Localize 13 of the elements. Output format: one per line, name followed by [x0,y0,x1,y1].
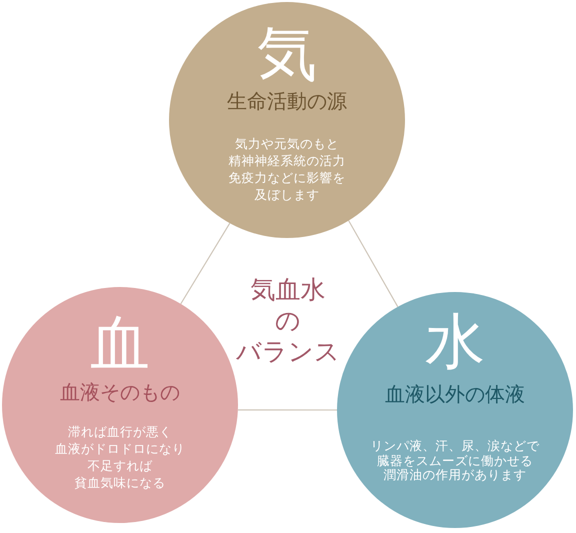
kanji-heading: 気 [257,24,317,84]
connector-line [180,222,230,304]
node-description: リンパ液、汗、尿、涙などで臓器をスムーズに働かせる潤滑油の作用があります [370,439,540,482]
node-description: 気力や元気のもと精神神経系統の活力免疫力などに影響を及ぼします [228,135,346,203]
node-subtitle: 血液以外の体液 [385,382,525,406]
node-subtitle: 生命活動の源 [227,89,347,113]
kanji-heading: 水 [425,312,485,372]
node-description: 滞れば血行が悪く血液がドロドロになり不足すれば貧血気味になる [55,423,185,491]
center-title: 気血水のバランス [235,274,341,367]
kanji-heading: 血 [90,314,150,374]
connector-line [238,409,337,411]
connector-line [348,220,398,308]
node-subtitle: 血液そのもの [60,380,180,404]
